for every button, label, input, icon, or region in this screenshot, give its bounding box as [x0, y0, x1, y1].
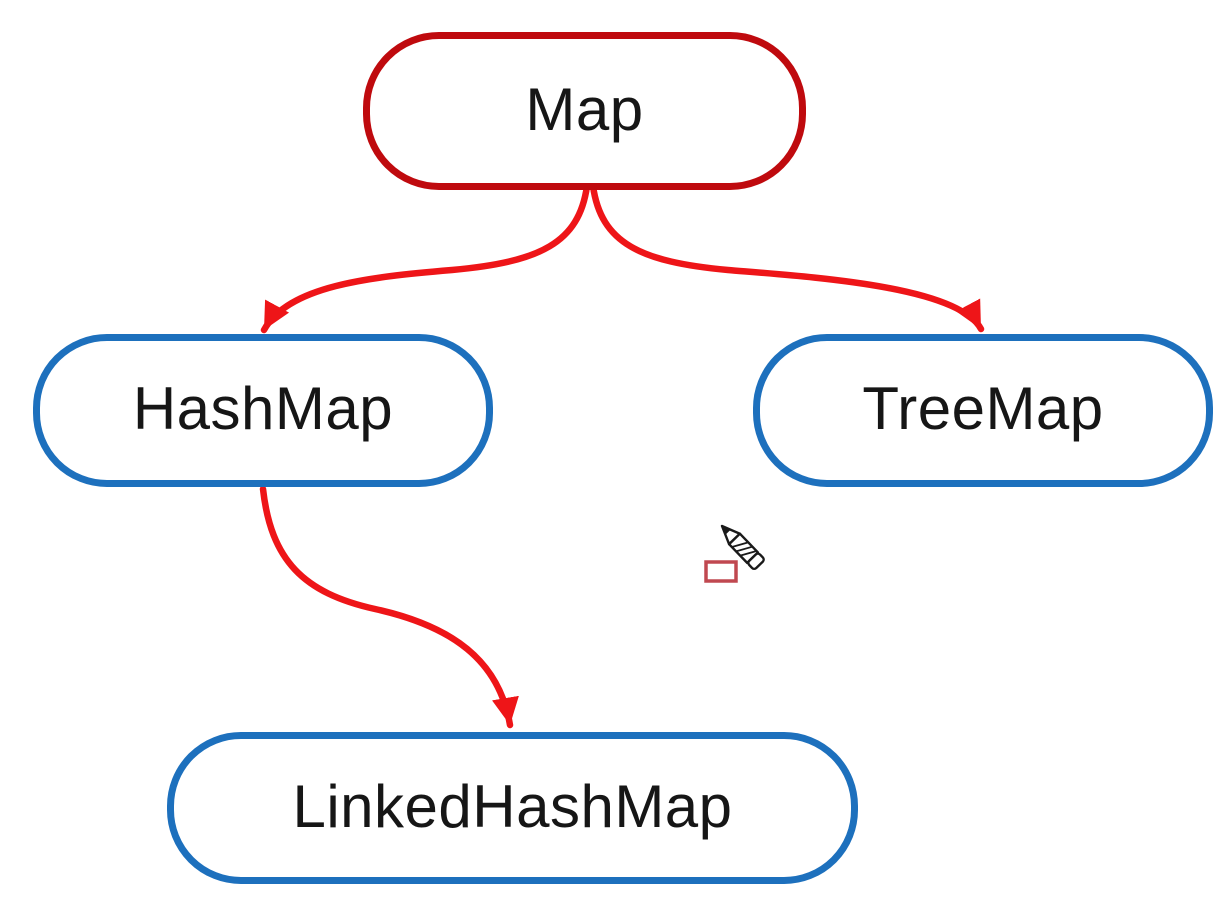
arrow-hashmap-to-linkedhashmap — [259, 485, 519, 729]
node-linkedhashmap[interactable]: LinkedHashMap — [167, 732, 858, 884]
arrow-map-to-treemap — [589, 182, 985, 333]
node-treemap-label: TreeMap — [862, 375, 1104, 442]
node-treemap[interactable]: TreeMap — [753, 334, 1213, 487]
color-swatch-icon — [704, 560, 738, 583]
node-map[interactable]: Map — [363, 32, 806, 190]
arrow-map-to-hashmap — [260, 182, 591, 334]
node-linkedhashmap-label: LinkedHashMap — [292, 772, 733, 840]
node-hashmap-label: HashMap — [132, 375, 394, 442]
node-hashmap[interactable]: HashMap — [33, 334, 493, 487]
node-map-label: Map — [525, 75, 644, 143]
pencil-icon — [720, 524, 765, 571]
